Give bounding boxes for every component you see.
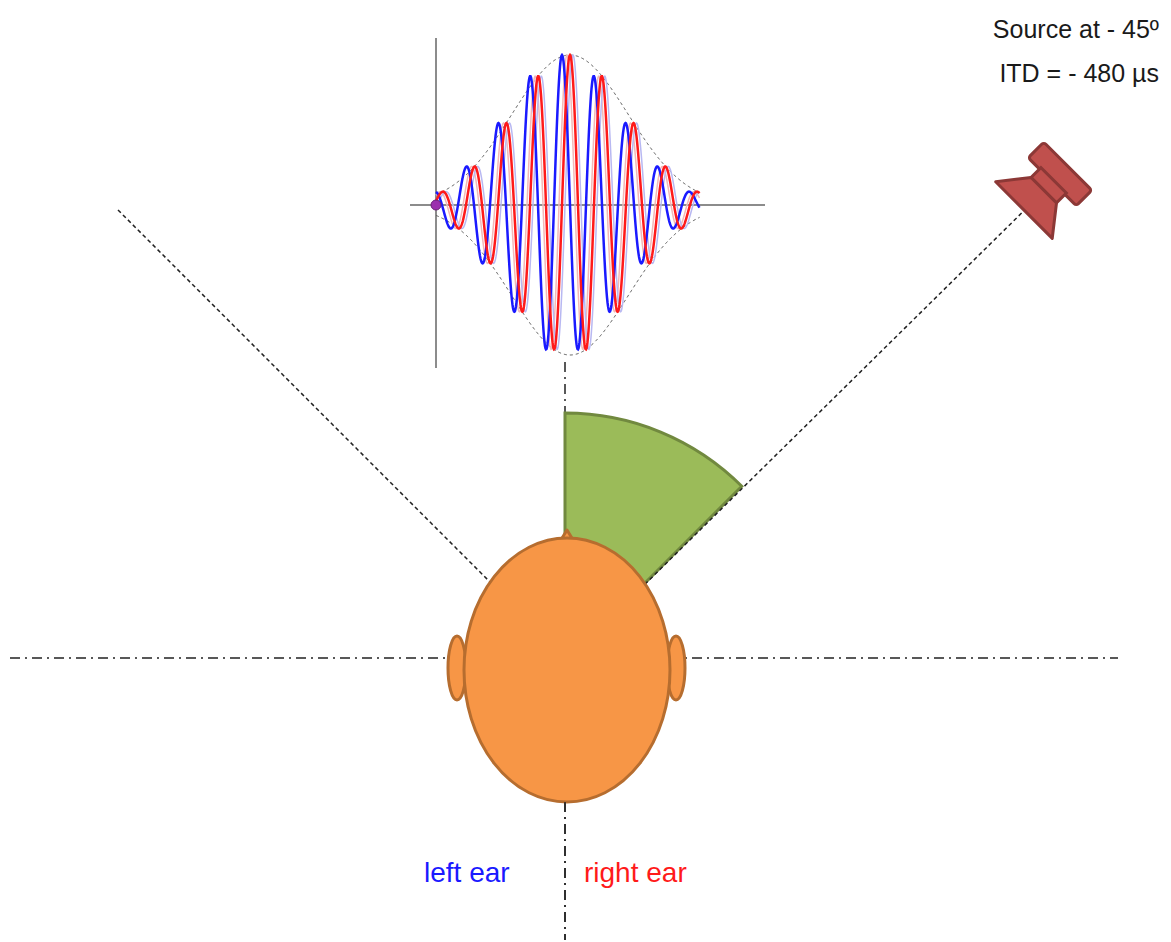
- waveform-plot: [410, 38, 765, 368]
- faint-wave: [436, 55, 700, 349]
- right-ear-label: right ear: [584, 856, 687, 890]
- angle-line: [118, 210, 500, 592]
- left-ear-label: left ear: [424, 856, 510, 890]
- left-ear-wave: [436, 55, 700, 349]
- envelope: [436, 215, 700, 355]
- origin-dot: [431, 200, 441, 210]
- source-angle: Source at - 45º: [993, 14, 1159, 44]
- itd-value: ITD = - 480 µs: [999, 58, 1159, 88]
- faint-wave: [436, 55, 700, 349]
- median-axis-lower: [564, 802, 566, 940]
- right-ear-wave: [436, 55, 700, 349]
- head: [464, 538, 670, 802]
- loudspeaker: [996, 138, 1096, 238]
